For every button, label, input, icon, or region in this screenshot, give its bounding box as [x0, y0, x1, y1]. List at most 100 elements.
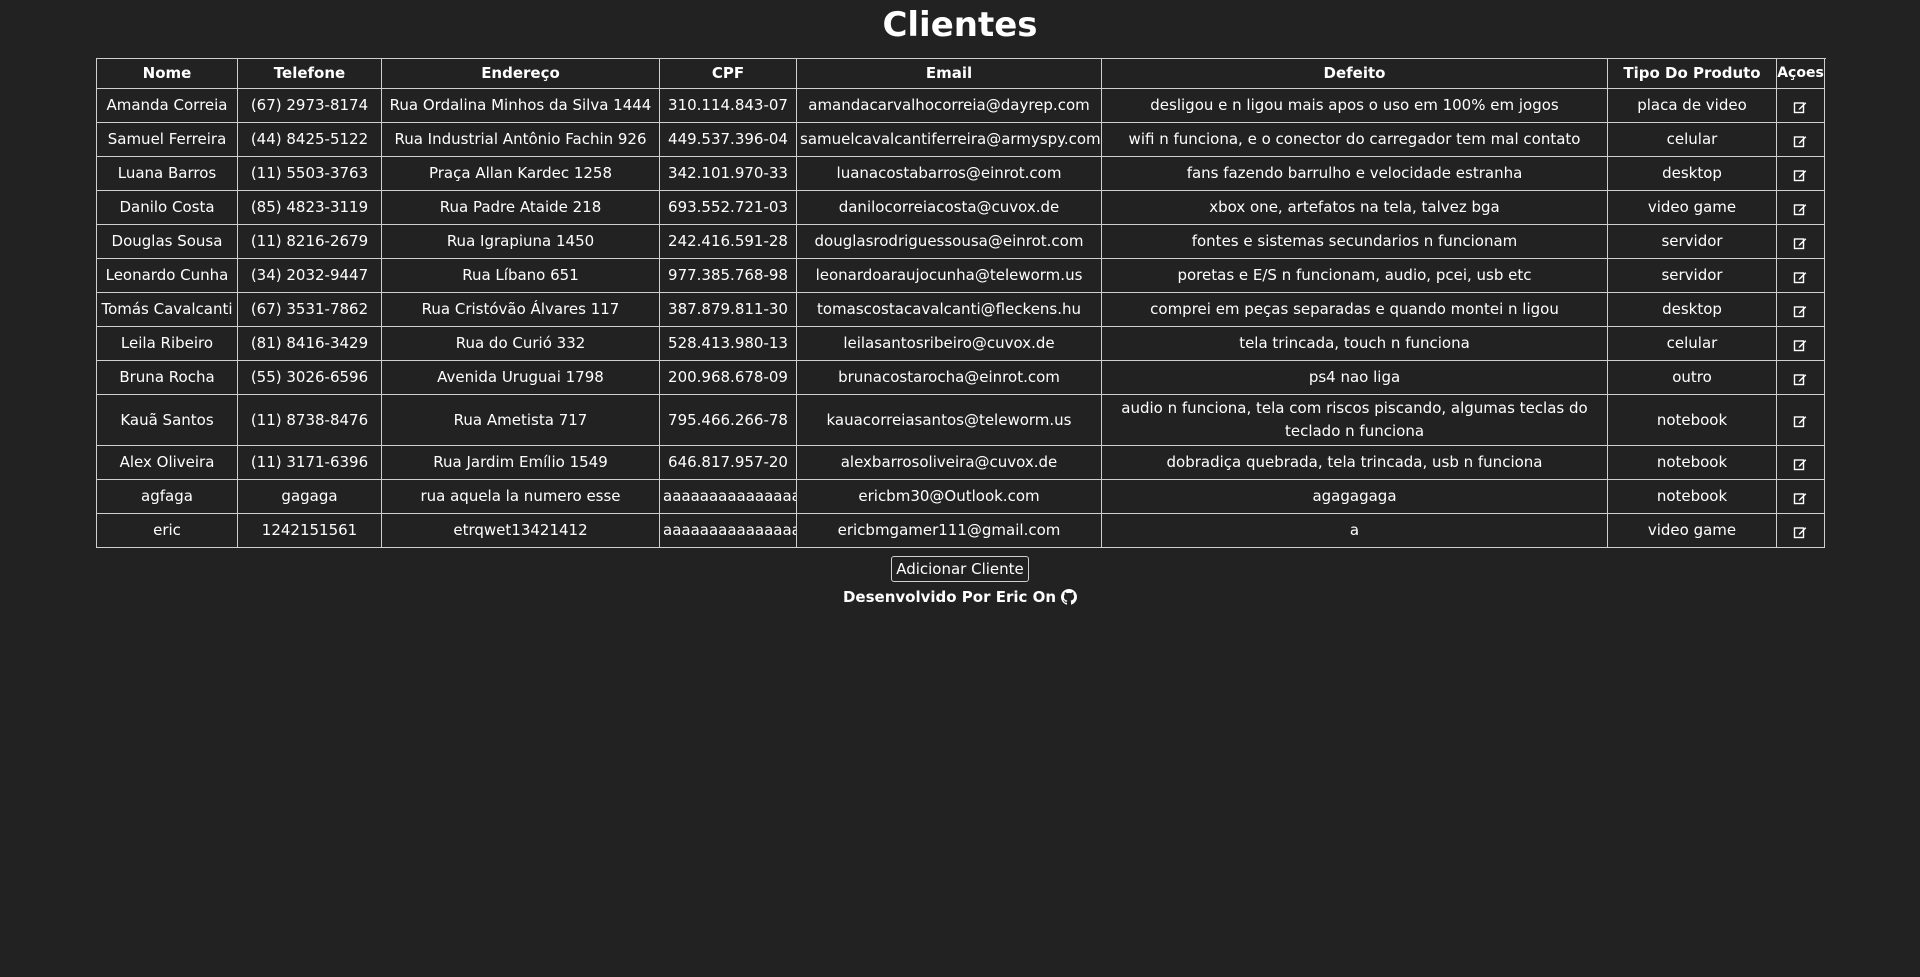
- cell-email: leonardoaraujocunha@teleworm.us: [796, 258, 1102, 293]
- cell-email: ericbmgamer111@gmail.com: [796, 513, 1102, 548]
- cell-nome: Kauã Santos: [96, 394, 238, 446]
- add-client-button[interactable]: Adicionar Cliente: [891, 556, 1029, 582]
- cell-endereco: Rua Industrial Antônio Fachin 926: [381, 122, 660, 157]
- edit-cell: [1776, 122, 1825, 157]
- edit-cell: [1776, 360, 1825, 395]
- edit-icon[interactable]: [1793, 267, 1809, 285]
- credit: Desenvolvido Por Eric On: [0, 588, 1920, 606]
- cell-nome: Alex Oliveira: [96, 445, 238, 480]
- cell-telefone: (81) 8416-3429: [237, 326, 382, 361]
- cell-nome: Bruna Rocha: [96, 360, 238, 395]
- cell-email: kauacorreiasantos@teleworm.us: [796, 394, 1102, 446]
- edit-icon[interactable]: [1793, 454, 1809, 472]
- cell-nome: agfaga: [96, 479, 238, 514]
- cell-defeito: tela trincada, touch n funciona: [1101, 326, 1608, 361]
- cell-tipo-produto: servidor: [1607, 224, 1777, 259]
- cell-cpf: 795.466.266-78: [659, 394, 797, 446]
- cell-defeito: xbox one, artefatos na tela, talvez bga: [1101, 190, 1608, 225]
- edit-cell: [1776, 224, 1825, 259]
- cell-tipo-produto: notebook: [1607, 479, 1777, 514]
- cell-cpf: 310.114.843-07: [659, 88, 797, 123]
- edit-cell: [1776, 445, 1825, 480]
- edit-cell: [1776, 88, 1825, 123]
- edit-icon[interactable]: [1793, 301, 1809, 319]
- cell-defeito: comprei em peças separadas e quando mont…: [1101, 292, 1608, 327]
- cell-endereco: Avenida Uruguai 1798: [381, 360, 660, 395]
- edit-icon[interactable]: [1793, 97, 1809, 115]
- edit-cell: [1776, 292, 1825, 327]
- edit-cell: [1776, 479, 1825, 514]
- cell-nome: eric: [96, 513, 238, 548]
- cell-telefone: (44) 8425-5122: [237, 122, 382, 157]
- cell-defeito: wifi n funciona, e o conector do carrega…: [1101, 122, 1608, 157]
- edit-icon[interactable]: [1793, 335, 1809, 353]
- cell-tipo-produto: notebook: [1607, 445, 1777, 480]
- cell-tipo-produto: video game: [1607, 190, 1777, 225]
- cell-email: samuelcavalcantiferreira@armyspy.com: [796, 122, 1102, 157]
- cell-nome: Tomás Cavalcanti: [96, 292, 238, 327]
- cell-endereco: etrqwet13421412: [381, 513, 660, 548]
- cell-endereco: Praça Allan Kardec 1258: [381, 156, 660, 191]
- cell-defeito: a: [1101, 513, 1608, 548]
- cell-telefone: (11) 8738-8476: [237, 394, 382, 446]
- credit-text: Desenvolvido Por Eric On: [842, 588, 1057, 606]
- edit-icon[interactable]: [1793, 488, 1809, 506]
- edit-icon[interactable]: [1793, 411, 1809, 429]
- cell-telefone: 1242151561: [237, 513, 382, 548]
- edit-icon[interactable]: [1793, 522, 1809, 540]
- edit-icon[interactable]: [1793, 233, 1809, 251]
- cell-cpf: 242.416.591-28: [659, 224, 797, 259]
- cell-defeito: fontes e sistemas secundarios n funciona…: [1101, 224, 1608, 259]
- cell-tipo-produto: desktop: [1607, 156, 1777, 191]
- cell-tipo-produto: placa de video: [1607, 88, 1777, 123]
- cell-email: alexbarrosoliveira@cuvox.de: [796, 445, 1102, 480]
- cell-endereco: Rua Cristóvão Álvares 117: [381, 292, 660, 327]
- cell-endereco: Rua Igrapiuna 1450: [381, 224, 660, 259]
- cell-cpf: 528.413.980-13: [659, 326, 797, 361]
- cell-cpf: aaaaaaaaaaaaaaa: [659, 479, 797, 514]
- cell-telefone: (85) 4823-3119: [237, 190, 382, 225]
- cell-defeito: audio n funciona, tela com riscos piscan…: [1101, 394, 1608, 446]
- cell-telefone: (67) 2973-8174: [237, 88, 382, 123]
- cell-defeito: dobradiça quebrada, tela trincada, usb n…: [1101, 445, 1608, 480]
- cell-email: brunacostarocha@einrot.com: [796, 360, 1102, 395]
- edit-icon[interactable]: [1793, 199, 1809, 217]
- cell-endereco: Rua Padre Ataide 218: [381, 190, 660, 225]
- cell-nome: Samuel Ferreira: [96, 122, 238, 157]
- header-nome: Nome: [96, 58, 238, 89]
- cell-telefone: (11) 3171-6396: [237, 445, 382, 480]
- github-icon[interactable]: [1061, 589, 1078, 605]
- footer: Adicionar Cliente Desenvolvido Por Eric …: [0, 556, 1920, 606]
- cell-defeito: ps4 nao liga: [1101, 360, 1608, 395]
- cell-nome: Leila Ribeiro: [96, 326, 238, 361]
- cell-tipo-produto: desktop: [1607, 292, 1777, 327]
- cell-nome: Amanda Correia: [96, 88, 238, 123]
- cell-email: tomascostacavalcanti@fleckens.hu: [796, 292, 1102, 327]
- cell-endereco: rua aquela la numero esse: [381, 479, 660, 514]
- cell-endereco: Rua Jardim Emílio 1549: [381, 445, 660, 480]
- cell-defeito: poretas e E/S n funcionam, audio, pcei, …: [1101, 258, 1608, 293]
- cell-email: douglasrodriguessousa@einrot.com: [796, 224, 1102, 259]
- cell-nome: Luana Barros: [96, 156, 238, 191]
- cell-telefone: (67) 3531-7862: [237, 292, 382, 327]
- cell-cpf: 977.385.768-98: [659, 258, 797, 293]
- edit-icon[interactable]: [1793, 369, 1809, 387]
- edit-icon[interactable]: [1793, 165, 1809, 183]
- edit-cell: [1776, 513, 1825, 548]
- cell-nome: Danilo Costa: [96, 190, 238, 225]
- cell-tipo-produto: servidor: [1607, 258, 1777, 293]
- edit-cell: [1776, 326, 1825, 361]
- table-header-row: Nome Telefone Endereço CPF Email Defeito…: [96, 58, 1825, 89]
- edit-icon[interactable]: [1793, 131, 1809, 149]
- cell-email: ericbm30@Outlook.com: [796, 479, 1102, 514]
